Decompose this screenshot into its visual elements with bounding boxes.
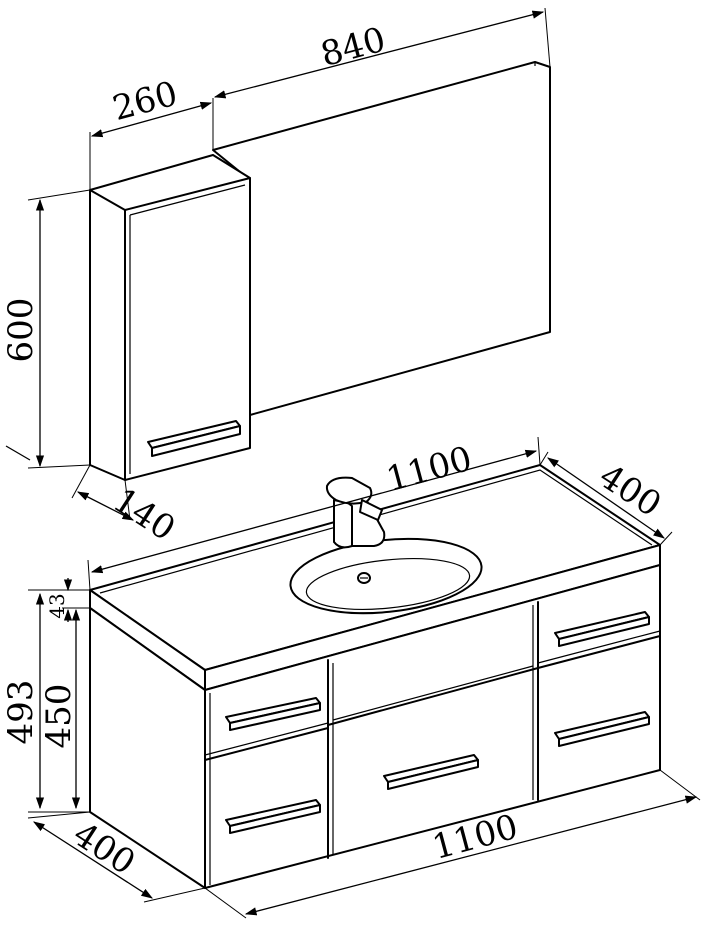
mirror	[212, 61, 551, 416]
faucet	[325, 476, 386, 549]
drawer-handle	[383, 754, 479, 790]
drawer-handle	[554, 711, 650, 747]
mirror-width-label: 840	[317, 20, 390, 75]
counter-thickness-label: 43	[45, 593, 69, 618]
total-height-label: 493	[1, 680, 41, 745]
cabinet-depth-label: 140	[106, 480, 182, 549]
vanity-unit	[89, 464, 661, 889]
drawer-handle	[554, 611, 650, 647]
cabinet-height-label: 600	[1, 298, 41, 363]
cabinet-width-label: 260	[109, 74, 182, 129]
wall-cabinet	[89, 154, 251, 481]
body-height-label: 450	[39, 684, 79, 749]
drawer-handle	[225, 697, 321, 731]
